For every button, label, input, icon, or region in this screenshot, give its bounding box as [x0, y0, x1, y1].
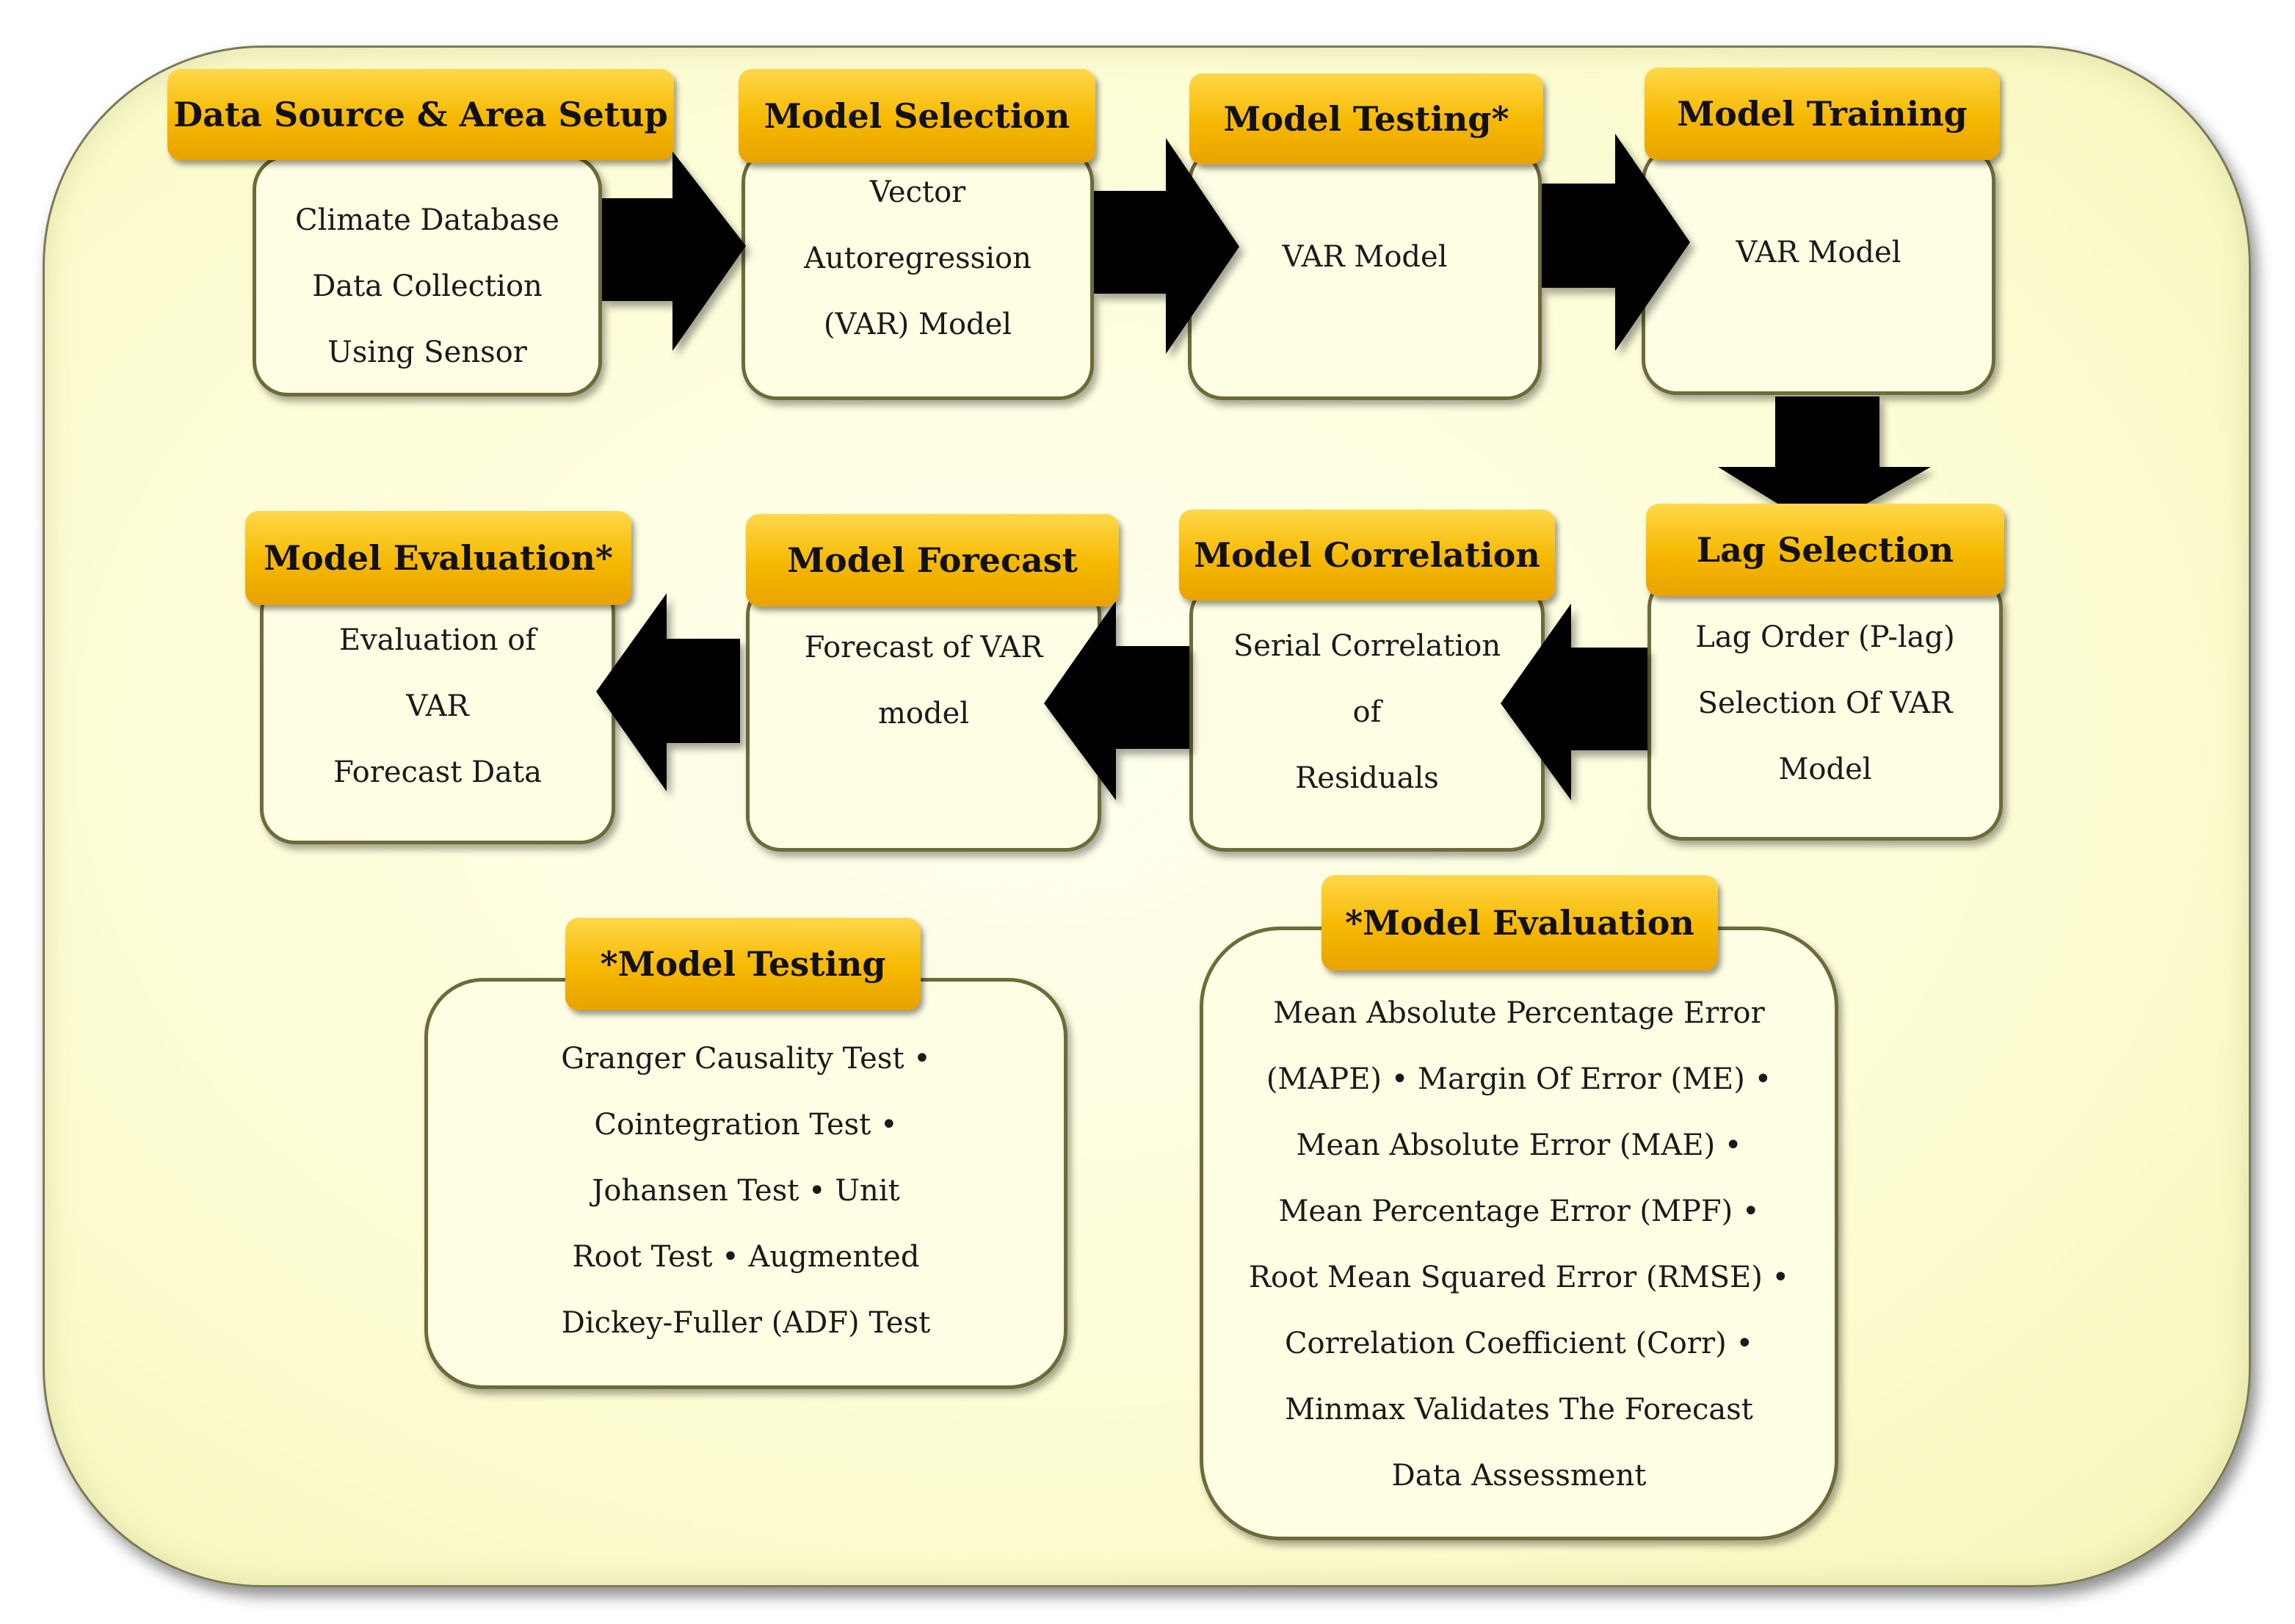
step-body-model-selection: Vector Autoregression (VAR) Model [804, 175, 1032, 341]
step-title-model-testing: Model Testing* [1189, 73, 1543, 164]
legend-card-testing: Granger Causality Test • Cointegration T… [424, 978, 1067, 1389]
step-body-model-evaluation: Evaluation of VAR Forecast Data [333, 623, 542, 789]
step-title-data-source: Data Source & Area Setup [167, 69, 674, 160]
step-card-data-source: Climate Database Data Collection Using S… [253, 154, 602, 396]
legend-body-evaluation: Mean Absolute Percentage Error (MAPE) • … [1248, 996, 1790, 1493]
step-title-model-correlation: Model Correlation [1179, 510, 1555, 601]
step-title-lag-selection: Lag Selection [1646, 504, 2004, 596]
step-card-model-testing: VAR Model [1188, 147, 1542, 400]
step-title-model-selection: Model Selection [739, 69, 1095, 163]
step-card-model-training: VAR Model [1642, 145, 1995, 395]
step-title-model-training: Model Training [1645, 68, 2000, 160]
legend-body-testing: Granger Causality Test • Cointegration T… [561, 1042, 931, 1340]
step-card-model-evaluation: Evaluation of VAR Forecast Data [260, 577, 615, 844]
step-body-model-forecast: Forecast of VAR model [804, 631, 1043, 731]
step-card-model-selection: Vector Autoregression (VAR) Model [742, 147, 1094, 400]
step-title-model-evaluation: Model Evaluation* [245, 511, 631, 605]
step-title-model-forecast: Model Forecast [746, 514, 1119, 606]
step-card-model-correlation: Serial Correlation of Residuals [1189, 580, 1545, 852]
legend-title-evaluation: *Model Evaluation [1321, 875, 1718, 971]
step-body-model-testing: VAR Model [1282, 240, 1448, 274]
legend-card-evaluation: Mean Absolute Percentage Error (MAPE) • … [1200, 927, 1838, 1540]
step-card-model-forecast: Forecast of VAR model [746, 580, 1101, 852]
step-body-model-correlation: Serial Correlation of Residuals [1233, 629, 1501, 795]
step-body-model-training: VAR Model [1736, 236, 1901, 269]
legend-title-testing: *Model Testing [565, 918, 921, 1010]
step-body-lag-selection: Lag Order (P-lag) Selection Of VAR Model [1695, 620, 1955, 786]
step-card-lag-selection: Lag Order (P-lag) Selection Of VAR Model [1647, 573, 2003, 841]
step-body-data-source: Climate Database Data Collection Using S… [295, 203, 559, 369]
